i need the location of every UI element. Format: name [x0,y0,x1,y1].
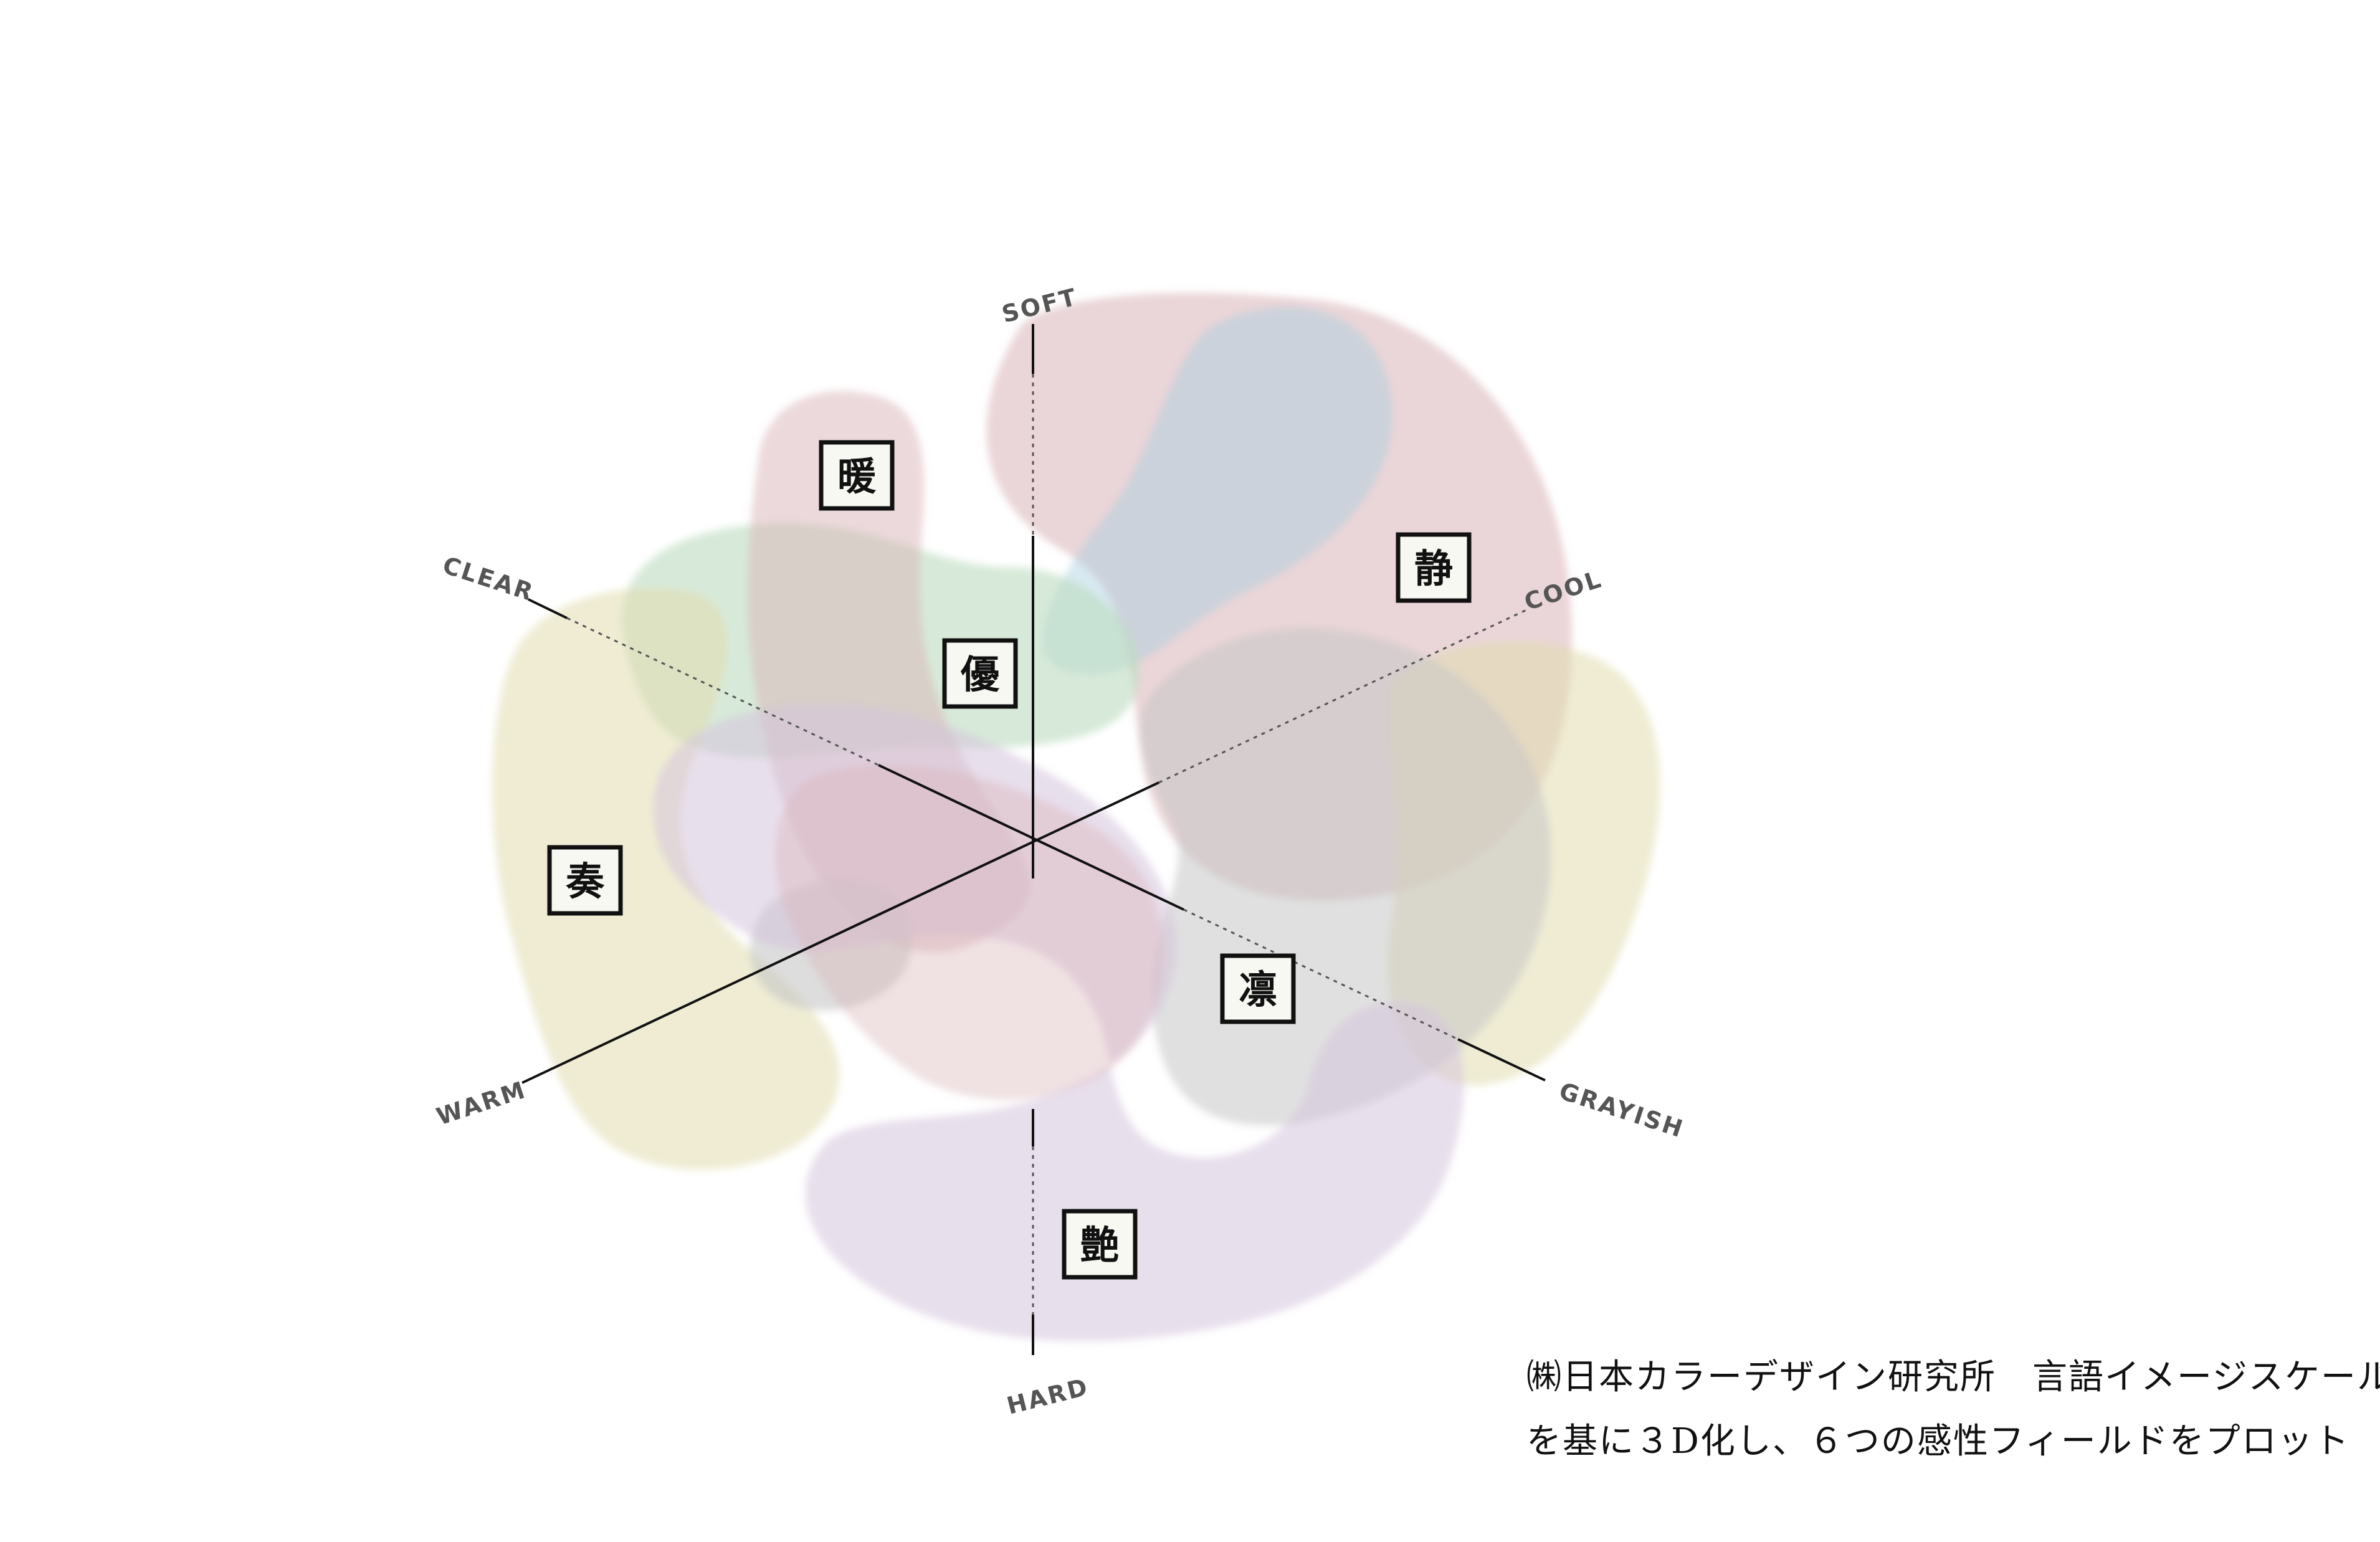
field-labels: 暖 優 静 奏 凛 艶 [547,440,1472,1280]
field-rin-char: 凛 [1239,967,1277,1012]
axes [521,324,1546,1355]
axis-grayish-solid [1457,1038,1546,1082]
blob-fields [492,293,1660,1341]
field-yu-char: 優 [960,652,1000,697]
field-so: 奏 [547,845,623,916]
caption-line-2: を基に３D化し、６つの感性フィールドをプロット [1526,1421,2350,1462]
field-sei: 静 [1396,532,1472,603]
field-sei-char: 静 [1414,546,1453,591]
axis-label-clear: CLEAR [439,551,538,607]
field-dan: 暖 [819,440,895,511]
axis-label-warm: WARM [433,1076,530,1131]
axis-cool-dotted [1158,608,1528,784]
axis-warm-solid [521,781,1159,1084]
field-en: 艶 [1062,1209,1138,1280]
field-so-char: 奏 [566,859,605,904]
field-en-char: 艶 [1080,1222,1119,1268]
axis-label-grayish: GRAYISH [1556,1077,1687,1143]
axis-clear-center [878,764,1184,911]
blob-so [492,588,840,1170]
axis-clear-solid [528,598,568,619]
blob-sei-core [1042,307,1392,675]
axis-label-hard: HARD [1004,1373,1092,1420]
field-yu: 優 [942,638,1018,709]
axis-grayish-dotted [1183,908,1459,1040]
blob-dan-center [774,765,1164,1100]
field-dan-char: 暖 [837,454,877,499]
caption-line-1: ㈱日本カラーデザイン研究所 言語イメージスケール [1526,1357,2380,1397]
field-rin: 凛 [1220,953,1296,1024]
